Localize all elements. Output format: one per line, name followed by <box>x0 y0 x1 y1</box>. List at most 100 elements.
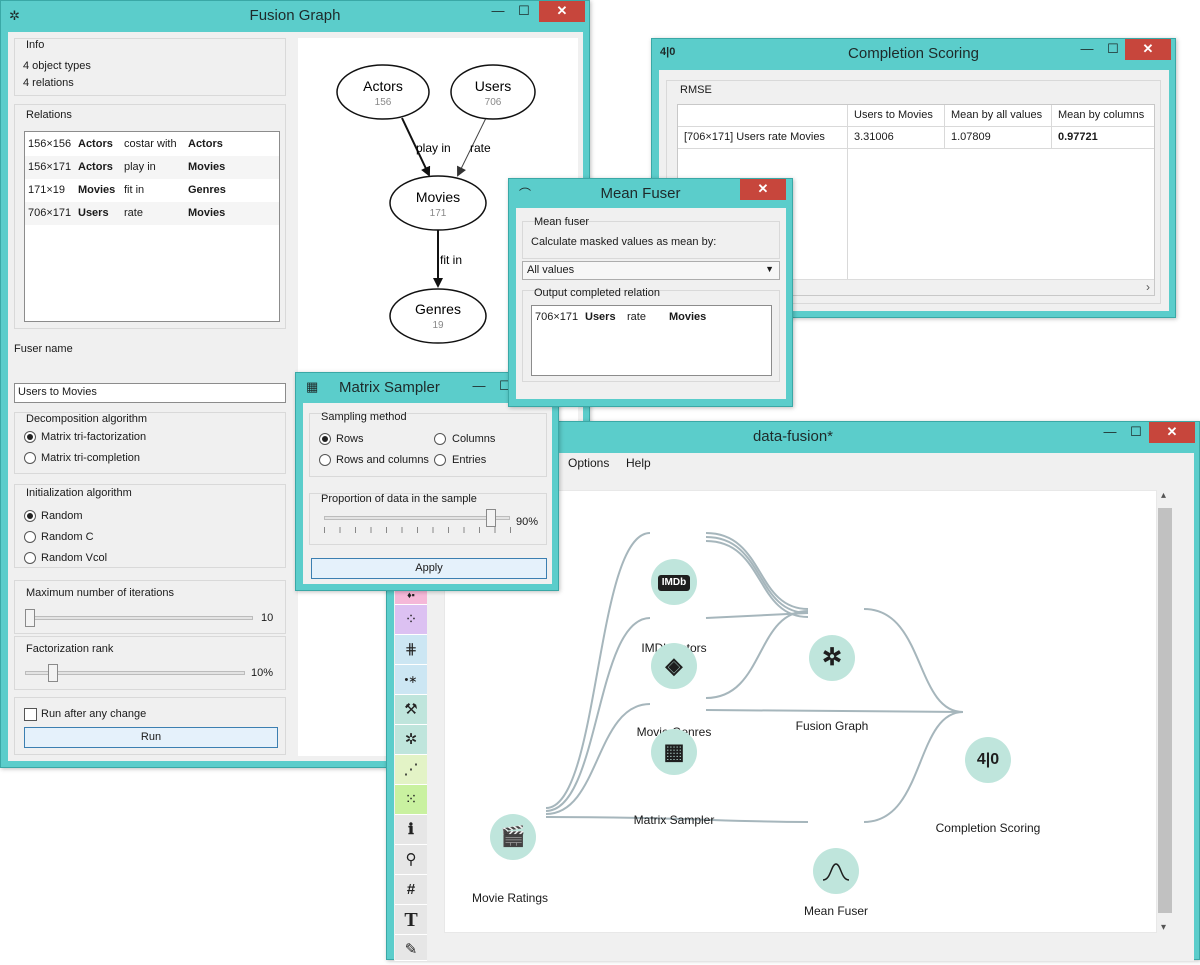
matrix-sampler-titlebar[interactable]: ▦ Matrix Sampler — ☐ <box>296 373 558 403</box>
node-movie-ratings[interactable]: 🎬 <box>483 807 543 867</box>
output-relation-list[interactable]: 706×171 Users rate Movies <box>531 305 772 376</box>
menu-help[interactable]: Help <box>626 456 651 470</box>
fusion-graph-titlebar[interactable]: ✲ Fusion Graph — ☐ ✕ <box>1 1 589 31</box>
info-relations: 4 relations <box>23 77 74 89</box>
maximize-button[interactable]: ☐ <box>518 3 530 18</box>
scroll-down-icon[interactable]: ▾ <box>1161 922 1167 933</box>
maximize-button[interactable]: ☐ <box>1130 424 1142 439</box>
list-item[interactable]: 156×171 Actors play in Movies <box>25 156 279 179</box>
mean-fuser-client: Mean fuser Calculate masked values as me… <box>516 208 786 399</box>
relations-list[interactable]: 156×156 Actors costar with Actors 156×17… <box>24 131 280 322</box>
minimize-button[interactable]: — <box>472 378 486 393</box>
node-movie-genres[interactable]: ◈ <box>644 636 704 696</box>
row-header[interactable]: [706×171] Users rate Movies <box>678 127 848 149</box>
completion-scoring-titlebar[interactable]: 4|0 Completion Scoring — ☐ ✕ <box>652 39 1175 69</box>
scrollbar-thumb[interactable] <box>1158 508 1172 913</box>
horizontal-scrollbar[interactable]: › <box>678 279 1154 295</box>
close-button[interactable]: ✕ <box>1125 39 1171 60</box>
radio-entries[interactable] <box>434 454 446 466</box>
info-object-types: 4 object types <box>23 60 91 72</box>
fuser-name-field[interactable]: Users to Movies <box>14 383 286 403</box>
column-header[interactable]: Mean by columns <box>1052 105 1154 127</box>
table-cell[interactable]: 3.31006 <box>848 127 945 149</box>
node-completion-scoring[interactable]: 4|0 <box>958 730 1018 790</box>
apply-button[interactable]: Apply <box>311 558 547 579</box>
toolbox-item-info[interactable]: ℹ <box>395 815 427 845</box>
node-movies-label: Movies <box>416 189 460 205</box>
toolbox-item-pen[interactable]: ✎ <box>395 935 427 961</box>
close-button[interactable]: ✕ <box>1149 422 1195 443</box>
table-cell-best[interactable]: 0.97721 <box>1052 127 1154 149</box>
list-item[interactable]: 706×171 Users rate Movies <box>535 311 707 323</box>
list-item[interactable]: 156×156 Actors costar with Actors <box>28 138 223 150</box>
column-header[interactable]: Mean by all values <box>945 105 1052 127</box>
run-after-change-checkbox[interactable] <box>24 708 37 721</box>
radio-tri-factorization[interactable] <box>24 431 36 443</box>
radio-rows[interactable] <box>319 433 331 445</box>
row-header-column <box>678 149 848 295</box>
minimize-button[interactable]: — <box>1080 41 1094 56</box>
vertical-scrollbar[interactable]: ▴ ▾ <box>1157 490 1174 933</box>
menu-options[interactable]: Options <box>568 456 610 470</box>
radio-random-label: Random <box>41 510 83 522</box>
close-button[interactable]: ✕ <box>539 1 585 22</box>
node-fusion-graph-label: Fusion Graph <box>795 719 869 733</box>
list-item[interactable]: 171×19 Movies fit in Genres <box>28 184 226 196</box>
radio-random-c[interactable] <box>24 531 36 543</box>
edge-label-fit-in: fit in <box>440 253 462 267</box>
bell-curve-icon: ⌒ <box>519 187 532 201</box>
scroll-up-icon[interactable]: ▴ <box>1161 490 1167 501</box>
toolbox-item-fusion[interactable]: ✲ <box>395 725 427 755</box>
info-label: Info <box>26 39 45 51</box>
toolbox-item-scatter-light[interactable]: ⋰ <box>395 755 427 785</box>
toolbox-item-hash[interactable]: # <box>395 875 427 905</box>
maximize-button[interactable]: ☐ <box>499 378 511 393</box>
mean-by-select[interactable]: All values ▼ <box>522 261 780 280</box>
toolbox-item-sampler[interactable]: •∗ <box>395 665 427 695</box>
close-button[interactable]: ✕ <box>740 179 786 200</box>
toolbox-item-text[interactable]: T <box>395 905 427 935</box>
max-iterations-slider[interactable] <box>25 616 253 620</box>
column-header[interactable]: Users to Movies <box>848 105 945 127</box>
node-actors-label: Actors <box>363 78 403 94</box>
relations-group: Relations 156×156 Actors costar with Act… <box>14 104 286 329</box>
decomposition-group: Decomposition algorithm Matrix tri-facto… <box>14 412 286 474</box>
toolbox-item-search[interactable]: ⚲ <box>395 845 427 875</box>
info-group: Info 4 object types 4 relations <box>14 38 286 96</box>
toolbox-item-grid[interactable]: ⋕ <box>395 635 427 665</box>
toolbox-item-points[interactable]: ⁙ <box>395 785 427 815</box>
radio-tri-completion[interactable] <box>24 452 36 464</box>
node-fusion-graph[interactable]: ✲ <box>802 628 862 688</box>
radio-random-vcol[interactable] <box>24 552 36 564</box>
workflow-canvas[interactable] <box>444 490 1157 933</box>
node-mean-fuser[interactable] <box>806 841 866 901</box>
run-button[interactable]: Run <box>24 727 278 748</box>
radio-columns[interactable] <box>434 433 446 445</box>
node-imdb-actors[interactable]: IMDb <box>644 552 704 612</box>
data-fusion-titlebar[interactable]: data-fusion* — ☐ ✕ <box>387 422 1199 452</box>
proportion-slider[interactable] <box>324 516 510 520</box>
mean-fuser-titlebar[interactable]: ⌒ Mean Fuser ✕ <box>509 179 792 209</box>
proportion-handle[interactable] <box>486 509 497 527</box>
max-iterations-handle[interactable] <box>25 609 35 627</box>
matrix-icon: ▦ <box>306 379 319 394</box>
chevron-down-icon: ▼ <box>765 264 774 274</box>
toolbox-item-miner[interactable]: ⚒ <box>395 695 427 725</box>
radio-rows-and-columns[interactable] <box>319 454 331 466</box>
maximize-button[interactable]: ☐ <box>1107 41 1119 56</box>
node-matrix-sampler[interactable]: ▦ <box>644 722 704 782</box>
list-item[interactable]: 706×171 Users rate Movies <box>25 202 279 225</box>
radio-random[interactable] <box>24 510 36 522</box>
minimize-button[interactable]: — <box>1103 424 1117 439</box>
minimize-button[interactable]: — <box>491 3 505 18</box>
factorization-rank-handle[interactable] <box>48 664 58 682</box>
edge-actors-movies <box>401 117 431 177</box>
imdb-icon: IMDb <box>651 559 697 605</box>
toolbox-item-scatter[interactable]: ⁘ <box>395 605 427 635</box>
factorization-rank-slider[interactable] <box>25 671 245 675</box>
scroll-right-icon[interactable]: › <box>1146 280 1150 294</box>
radio-rows-and-columns-label: Rows and columns <box>336 454 429 466</box>
table-cell[interactable]: 1.07809 <box>945 127 1052 149</box>
node-movies <box>389 175 487 231</box>
node-completion-scoring-label: Completion Scoring <box>935 821 1041 835</box>
